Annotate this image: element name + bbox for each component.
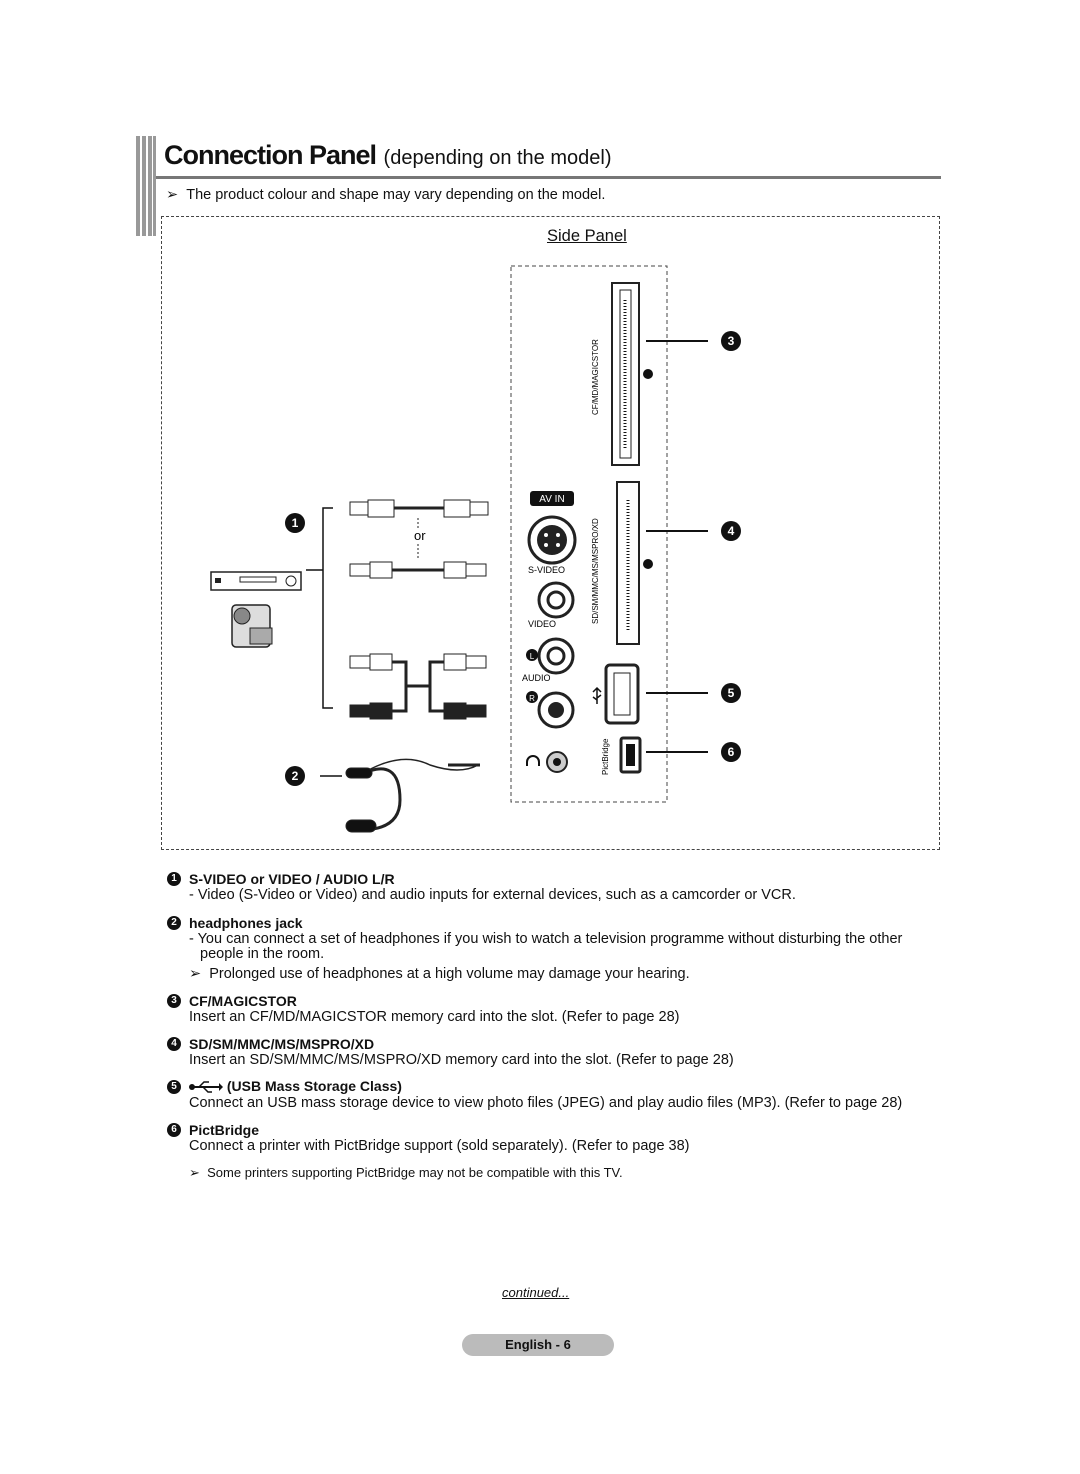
sd-slot-label: SD/SM/MMC/MS/MSPRO/XD xyxy=(591,518,600,624)
audio-r-marker: R xyxy=(529,694,535,703)
arrow-icon: ➢ xyxy=(189,1165,200,1180)
sd-slot xyxy=(616,481,653,645)
audio-label: AUDIO xyxy=(522,673,551,683)
model-note: ➢ The product colour and shape may vary … xyxy=(166,187,606,203)
camcorder-icon xyxy=(231,604,273,648)
audio-l-jack xyxy=(526,637,575,675)
callout-4 xyxy=(721,521,741,541)
or-label: or xyxy=(414,528,426,543)
legend-5-text: Connect an USB mass storage device to vi… xyxy=(189,1095,903,1111)
video-jack xyxy=(537,581,575,619)
audio-cable xyxy=(349,653,487,720)
panel-outline xyxy=(510,265,668,803)
device-bracket xyxy=(322,507,333,709)
legend-5-title: (USB Mass Storage Class) xyxy=(189,1078,402,1095)
callout-1 xyxy=(285,513,305,533)
legend-2-number: 2 xyxy=(167,916,181,930)
callout-2 xyxy=(285,766,305,786)
video-cable xyxy=(349,561,487,579)
callout-1-label: 1 xyxy=(292,516,299,530)
legend-4-text: Insert an SD/SM/MMC/MS/MSPRO/XD memory c… xyxy=(189,1052,734,1068)
legend-6-note: ➢ Some printers supporting PictBridge ma… xyxy=(189,1165,623,1180)
arrow-icon: ➢ xyxy=(166,187,179,203)
av-in-label: AV IN xyxy=(539,494,564,505)
header-decoration xyxy=(136,136,156,236)
callout-4-label: 4 xyxy=(728,524,735,538)
audio-r-jack xyxy=(526,691,575,729)
legend-2-title: headphones jack xyxy=(189,915,303,931)
callout-6-label: 6 xyxy=(728,745,735,759)
usb-port xyxy=(592,663,640,725)
headphones-icon xyxy=(345,758,480,833)
callout-5-label: 5 xyxy=(728,686,735,700)
page-number-badge: English - 6 xyxy=(462,1334,614,1356)
video-label: VIDEO xyxy=(528,619,556,629)
legend-2-text-cont: people in the room. xyxy=(200,946,325,962)
callout-3-label: 3 xyxy=(728,334,735,348)
audio-l-marker: L xyxy=(530,652,535,661)
legend-3-number: 3 xyxy=(167,994,181,1008)
svideo-jack xyxy=(527,515,577,565)
av-in-badge xyxy=(530,491,574,506)
callout-3 xyxy=(721,331,741,351)
title-rule xyxy=(156,176,941,179)
legend-6-text: Connect a printer with PictBridge suppor… xyxy=(189,1138,690,1154)
pictbridge-port xyxy=(619,736,642,774)
callout-2-label: 2 xyxy=(292,769,299,783)
page-title: Connection Panel (depending on the model… xyxy=(164,140,612,170)
svideo-label: S-VIDEO xyxy=(528,565,565,575)
legend-3-text: Insert an CF/MD/MAGICSTOR memory card in… xyxy=(189,1009,680,1025)
headphone-jack xyxy=(526,751,568,773)
diagram-frame xyxy=(161,216,940,850)
legend-6-title: PictBridge xyxy=(189,1122,260,1138)
legend-1-number: 1 xyxy=(167,872,181,886)
legend-4-number: 4 xyxy=(167,1037,181,1051)
legend-3-title: CF/MAGICSTOR xyxy=(189,993,297,1009)
callout-6 xyxy=(721,742,741,762)
legend-6-number: 6 xyxy=(167,1123,181,1137)
pictbridge-label: PictBridge xyxy=(601,738,610,775)
continued-label: continued... xyxy=(502,1285,570,1300)
cf-slot xyxy=(611,282,653,466)
usb-icon xyxy=(189,1081,223,1094)
vcr-icon xyxy=(210,571,302,591)
arrow-icon: ➢ xyxy=(189,966,202,982)
legend-2-note: ➢ Prolonged use of headphones at a high … xyxy=(189,966,690,982)
legend-1-text: - Video (S-Video or Video) and audio inp… xyxy=(189,887,796,903)
legend-1-title: S-VIDEO or VIDEO / AUDIO L/R xyxy=(189,871,395,887)
legend-4-title: SD/SM/MMC/MS/MSPRO/XD xyxy=(189,1036,375,1052)
legend-2-text: - You can connect a set of headphones if… xyxy=(189,931,903,947)
cf-slot-label: CF/MD/MAGICSTOR xyxy=(591,339,600,415)
legend-5-number: 5 xyxy=(167,1080,181,1094)
svideo-cable xyxy=(349,499,489,518)
side-panel-title: Side Panel xyxy=(547,227,627,245)
callout-5 xyxy=(721,683,741,703)
